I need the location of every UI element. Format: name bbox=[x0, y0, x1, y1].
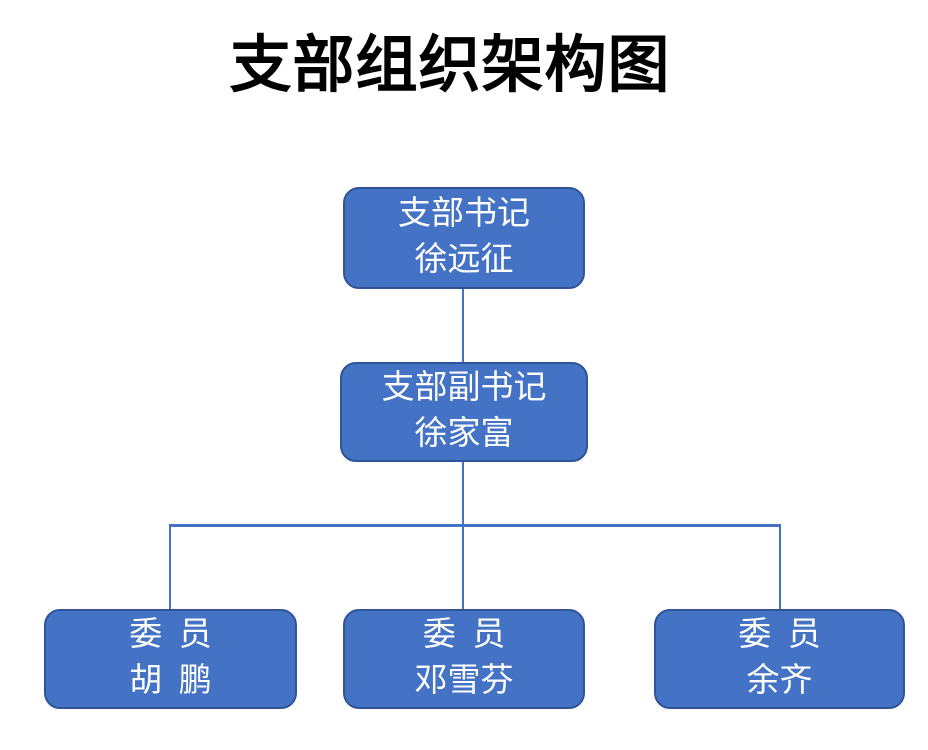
node-role: 支部副书记 bbox=[381, 370, 547, 407]
node-role: 委 员 bbox=[129, 617, 212, 654]
node-branch-secretary: 支部书记 徐远征 bbox=[343, 187, 585, 289]
node-deputy-secretary: 支部副书记 徐家富 bbox=[340, 362, 588, 462]
node-person-name: 徐家富 bbox=[414, 416, 514, 452]
connector-drop-member-1 bbox=[168, 524, 171, 610]
connector-drop-member-3 bbox=[778, 524, 781, 610]
node-committee-member-1: 委 员 胡 鹏 bbox=[44, 609, 297, 709]
node-person-name: 徐远征 bbox=[414, 242, 514, 278]
node-committee-member-3: 委 员 余齐 bbox=[654, 609, 905, 709]
node-committee-member-2: 委 员 邓雪芬 bbox=[343, 609, 585, 709]
node-person-name: 胡 鹏 bbox=[129, 663, 212, 699]
connector-secretary-deputy bbox=[461, 288, 464, 363]
connector-deputy-bus bbox=[461, 461, 464, 525]
chart-title: 支部组织架构图 bbox=[229, 32, 671, 100]
connector-drop-member-2 bbox=[461, 524, 464, 610]
node-role: 委 员 bbox=[422, 617, 506, 654]
connector-horizontal-bus bbox=[168, 524, 781, 527]
node-person-name: 邓雪芬 bbox=[414, 663, 514, 699]
node-role: 支部书记 bbox=[398, 196, 530, 233]
node-role: 委 员 bbox=[738, 617, 821, 654]
node-person-name: 余齐 bbox=[746, 663, 813, 699]
